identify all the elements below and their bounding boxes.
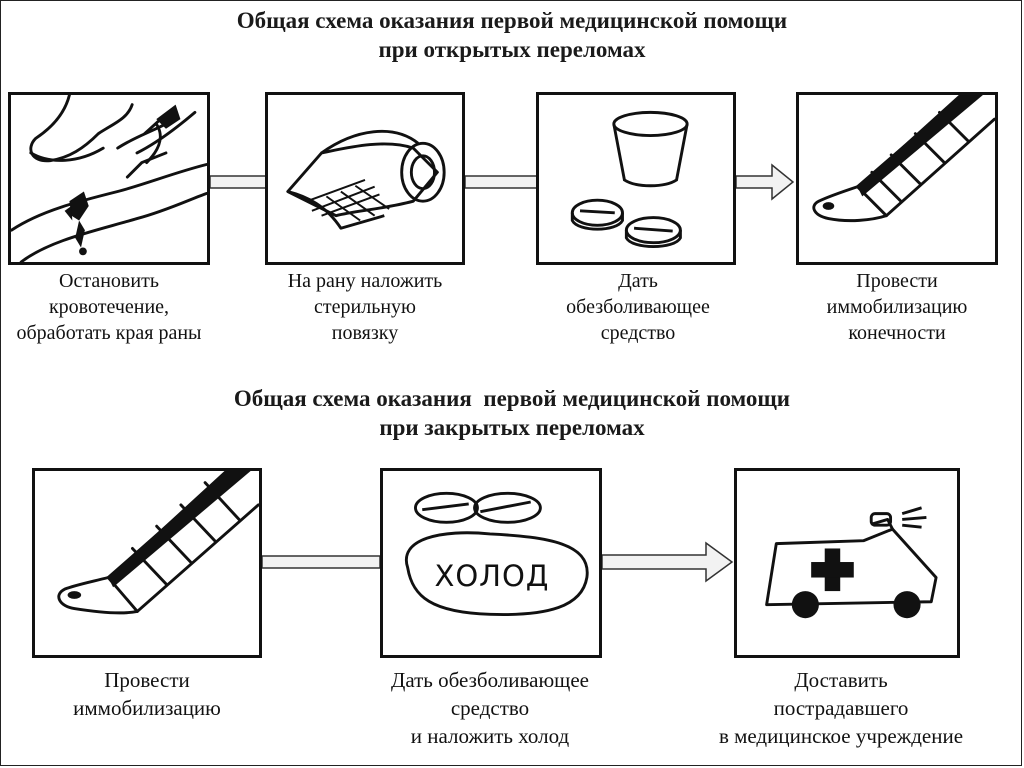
- bottom-title: Общая схема оказания первой медицинской …: [0, 384, 1024, 442]
- step5-line2: иммобилизацию: [73, 696, 221, 720]
- step4-caption: Провести иммобилизацию конечности: [780, 268, 1014, 346]
- arrow-step3-to-step4: [735, 162, 795, 207]
- step-box-stop-bleeding: [8, 92, 210, 265]
- arrow-step1-to-step2: [209, 170, 267, 199]
- top-title-line1: Общая схема оказания первой медицинской …: [236, 8, 788, 33]
- step7-line3: в медицинское учреждение: [718, 724, 964, 748]
- step7-line2: пострадавшего: [773, 696, 909, 720]
- step2-line1: На рану наложить: [287, 270, 443, 292]
- step5-caption: Провести иммобилизацию: [20, 666, 274, 722]
- step-box-painkiller-cold: ХОЛОД: [380, 468, 602, 658]
- step1-line2: кровотечение,: [48, 296, 170, 318]
- bottom-title-line2: при закрытых переломах: [379, 415, 645, 440]
- step4-line3: конечности: [848, 322, 946, 344]
- arrow-step6-to-step7: [601, 540, 734, 589]
- step3-line2: обезболивающее: [566, 296, 710, 318]
- splinted-leg-icon: [57, 471, 259, 615]
- step-box-sterile-bandage: [265, 92, 465, 265]
- arrow-step2-to-step3: [464, 170, 538, 199]
- step3-caption: Дать обезболивающее средство: [520, 268, 756, 346]
- arrow-step5-to-step6: [261, 550, 381, 579]
- step4-line2: иммобилизацию: [826, 296, 968, 318]
- step6-line3: и наложить холод: [410, 724, 570, 748]
- bottom-title-line1: Общая схема оказания первой медицинской …: [233, 386, 791, 411]
- step3-line3: средство: [600, 322, 676, 344]
- step-box-painkiller: [536, 92, 736, 265]
- cup-and-pills-icon: [570, 110, 689, 248]
- step6-line1: Дать обезболивающее: [391, 668, 589, 692]
- step7-line1: Доставить: [794, 668, 888, 692]
- ambulance-icon: [765, 506, 938, 619]
- top-title: Общая схема оказания первой медицинской …: [0, 6, 1024, 64]
- step4-line1: Провести: [856, 270, 938, 292]
- splinted-leg-icon: [812, 95, 995, 223]
- step6-line2: средство: [450, 696, 530, 720]
- step3-line1: Дать: [618, 270, 658, 292]
- step2-caption: На рану наложить стерильную повязку: [240, 268, 490, 346]
- step-box-immobilize: [32, 468, 262, 658]
- bandage-roll-icon: [286, 129, 446, 230]
- step2-line3: повязку: [331, 322, 399, 344]
- step-box-transport: [734, 468, 960, 658]
- step1-line1: Остановить: [59, 270, 159, 292]
- top-title-line2: при открытых переломах: [378, 37, 646, 62]
- step2-line2: стерильную: [314, 296, 416, 318]
- step-box-immobilize-limb: [796, 92, 998, 265]
- cold-pack-label: ХОЛОД: [434, 559, 549, 593]
- step5-line1: Провести: [104, 668, 190, 692]
- bleeding-leg-tourniquet-icon: [11, 95, 207, 262]
- step1-caption: Остановить кровотечение, обработать края…: [0, 268, 218, 346]
- step7-caption: Доставить пострадавшего в медицинское уч…: [660, 666, 1022, 750]
- pills-and-cold-pack-icon: ХОЛОД: [404, 491, 589, 617]
- step1-line3: обработать края раны: [16, 322, 202, 344]
- step6-caption: Дать обезболивающее средство и наложить …: [330, 666, 650, 750]
